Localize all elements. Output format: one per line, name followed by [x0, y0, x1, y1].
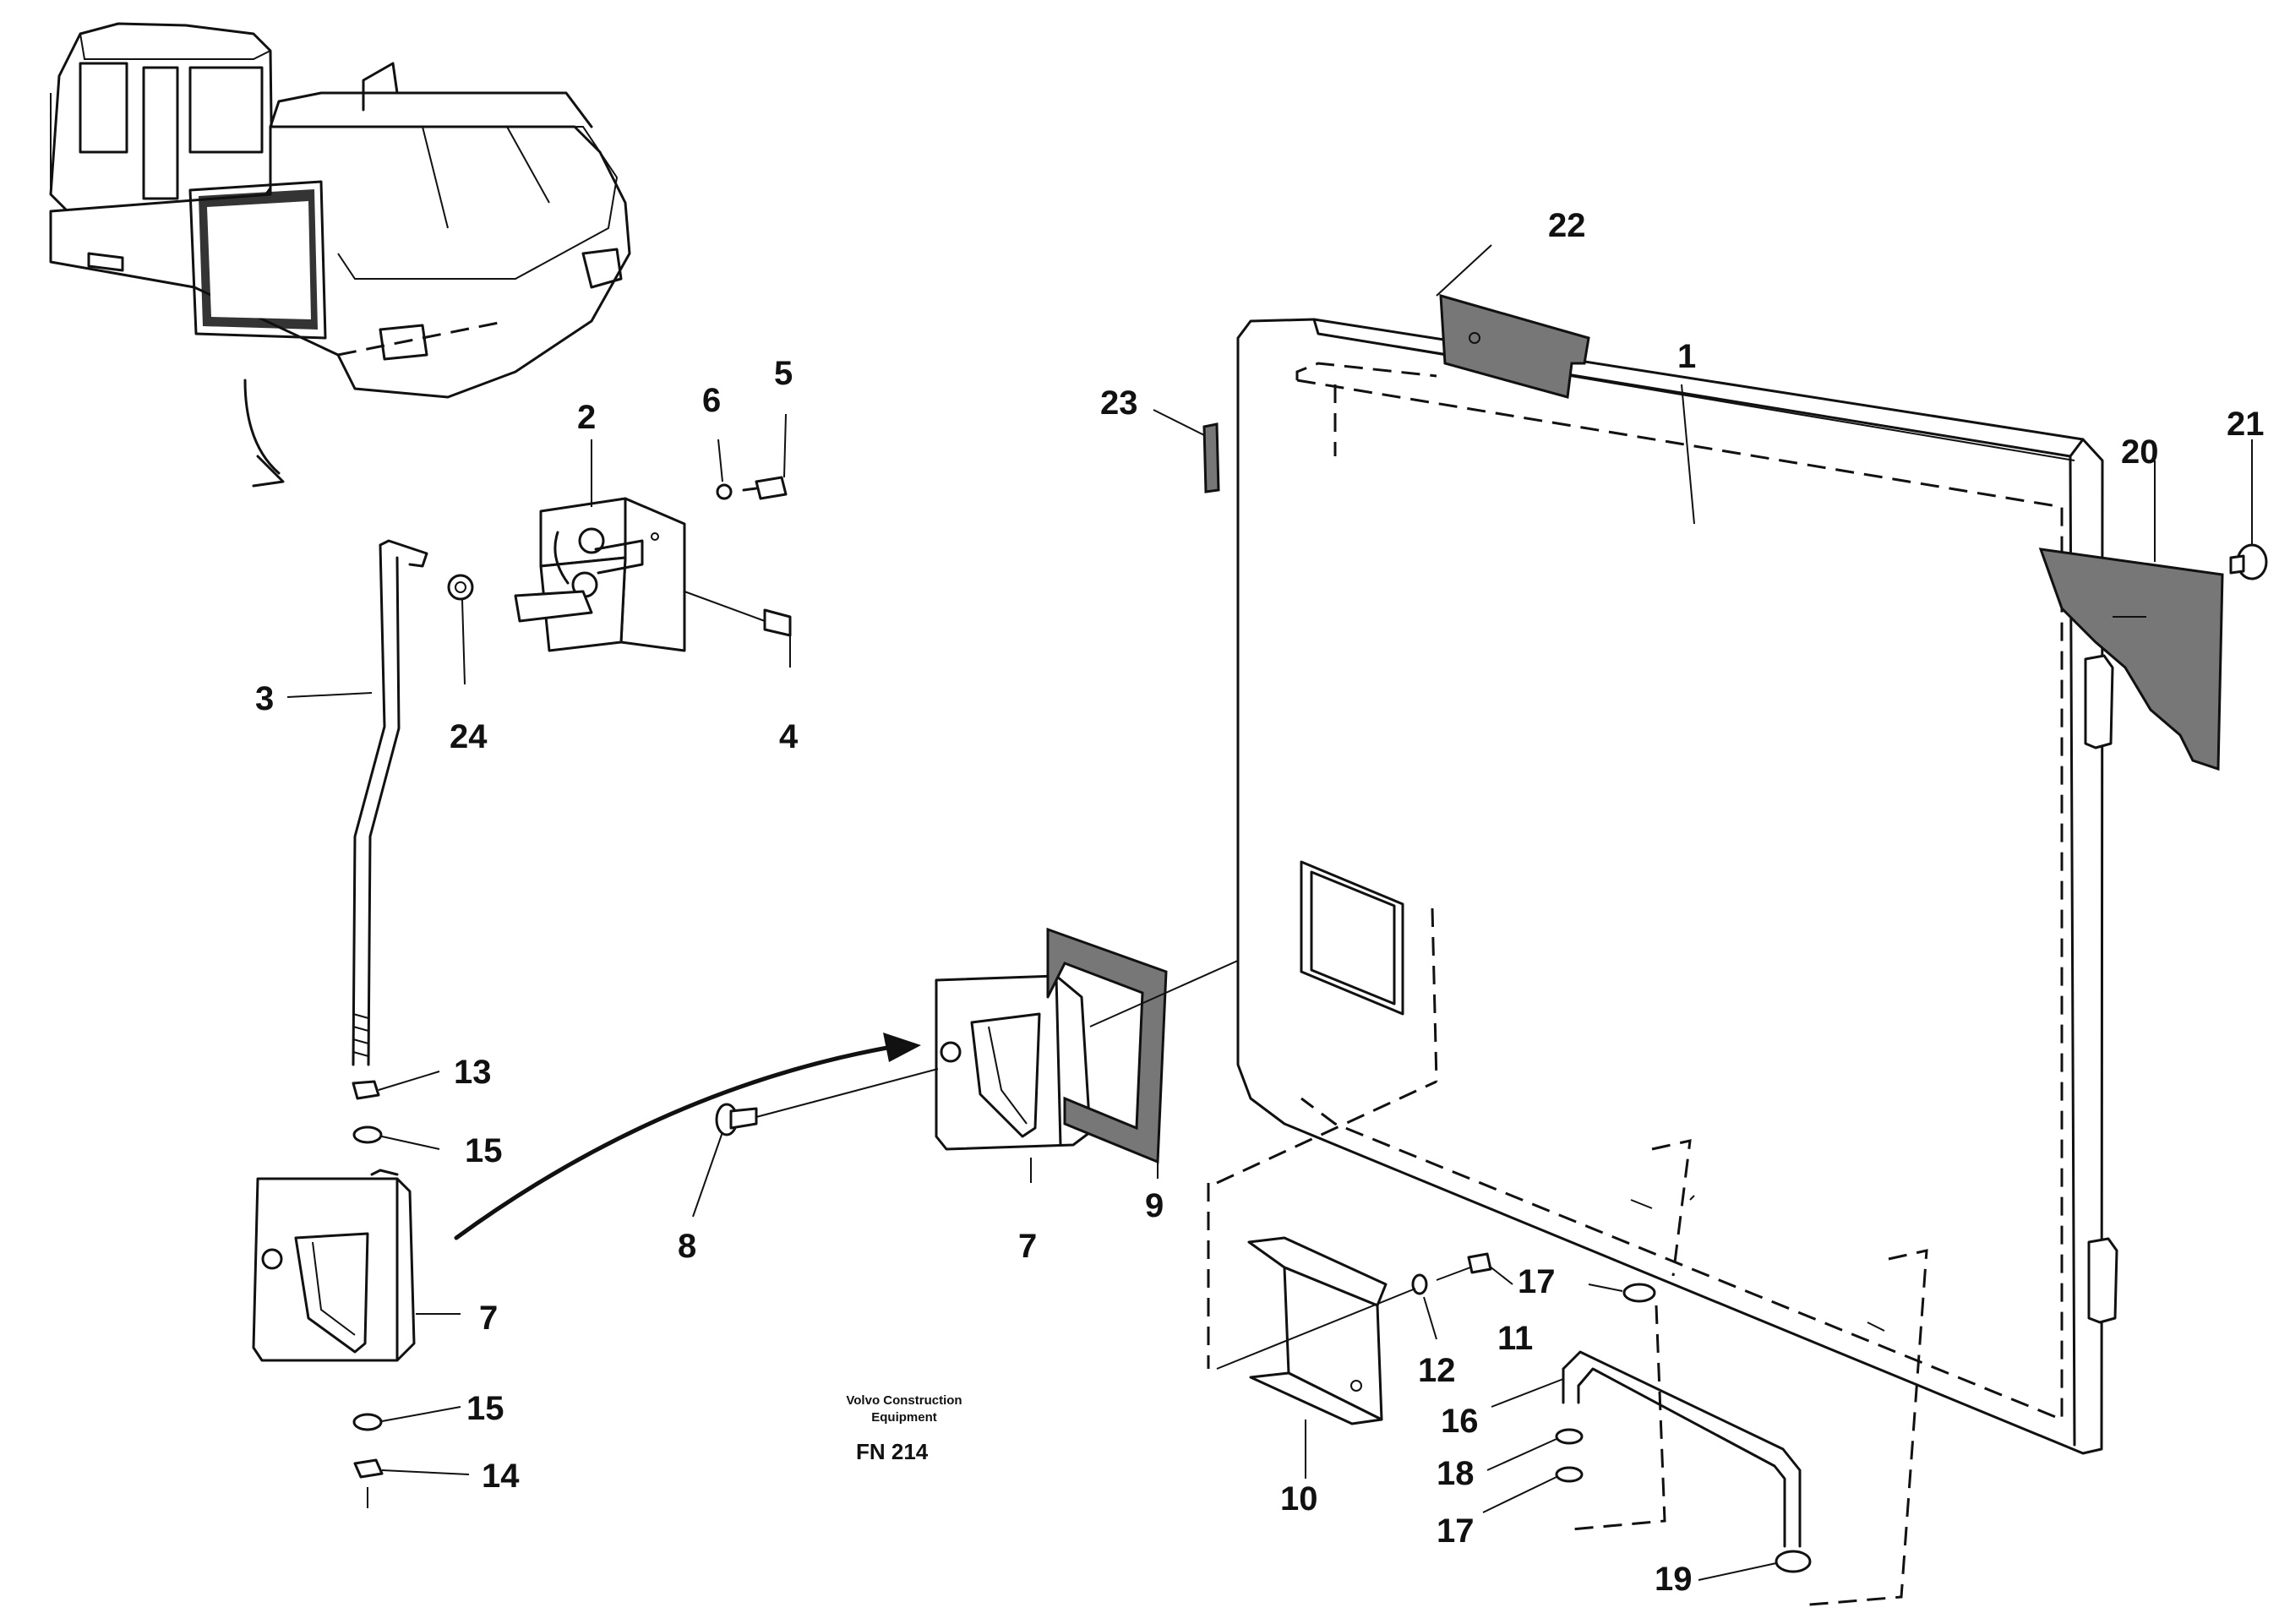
callout-18: 18 — [1437, 1455, 1475, 1492]
bumper — [2229, 543, 2268, 580]
rod-hardware — [352, 1080, 384, 1508]
callout-7-center: 7 — [1018, 1228, 1037, 1265]
callout-8: 8 — [678, 1228, 696, 1265]
seal-side — [2038, 548, 2224, 771]
handle-guide-2 — [1799, 1249, 1928, 1607]
door-panel — [1236, 318, 2118, 1455]
callout-16: 16 — [1441, 1403, 1479, 1440]
callout-15-lower: 15 — [466, 1390, 504, 1427]
handle-center — [935, 974, 1092, 1151]
callout-2: 2 — [577, 399, 596, 436]
bracket-guide — [1216, 1080, 1437, 1185]
detail-arrow — [243, 379, 281, 475]
gasket — [1046, 927, 1168, 1164]
figure-caption: Volvo Construction Equipment FN 214 — [846, 1393, 962, 1464]
callout-24: 24 — [450, 718, 488, 755]
handle-guide-1 — [1571, 1139, 1692, 1531]
mount-marks — [1630, 1199, 1885, 1332]
callout-10: 10 — [1280, 1480, 1318, 1518]
washer-18 — [1555, 1428, 1584, 1445]
callout-12: 12 — [1418, 1352, 1456, 1389]
callouts: 1 2 3 4 5 6 7 7 8 9 10 11 12 13 14 15 15… — [255, 207, 2265, 1598]
callout-22: 22 — [1548, 207, 1586, 244]
assembly-arrow — [454, 1045, 890, 1240]
washer-17-lower — [1555, 1466, 1584, 1483]
callout-17-upper: 17 — [1518, 1263, 1556, 1300]
maker-line-2: Equipment — [871, 1410, 937, 1425]
bracket — [1247, 1236, 1388, 1425]
key-leader — [755, 1068, 939, 1118]
seal-strip — [1202, 422, 1220, 493]
grab-handle — [1562, 1350, 1812, 1573]
callout-7-left: 7 — [479, 1300, 498, 1337]
leader-lines — [286, 244, 2253, 1581]
machine-overview-illustration — [49, 22, 631, 399]
detail-arrow-head — [252, 455, 285, 488]
key — [715, 1103, 758, 1136]
callout-4: 4 — [779, 718, 799, 755]
callout-14: 14 — [482, 1458, 520, 1495]
washer-17-upper — [1622, 1283, 1656, 1303]
callout-20: 20 — [2121, 433, 2159, 471]
callout-11: 11 — [1497, 1320, 1533, 1357]
callout-1: 1 — [1677, 338, 1696, 375]
callout-19: 19 — [1655, 1561, 1693, 1598]
maker-line-1: Volvo Construction — [846, 1393, 962, 1408]
assembly-arrow-head — [883, 1033, 921, 1062]
screw-leader — [1216, 1288, 1416, 1370]
screw-washer — [1411, 1252, 1492, 1295]
callout-17-lower: 17 — [1437, 1512, 1475, 1550]
latch-assembly — [447, 476, 792, 652]
handle-left — [252, 1169, 416, 1362]
callout-5: 5 — [774, 355, 793, 392]
rod — [352, 539, 428, 1066]
callout-3: 3 — [255, 680, 274, 717]
callout-13: 13 — [454, 1054, 492, 1091]
callout-6: 6 — [702, 382, 721, 419]
callout-15-upper: 15 — [465, 1132, 503, 1169]
figure-code: FN 214 — [856, 1439, 929, 1464]
callout-21: 21 — [2227, 406, 2265, 443]
callout-23: 23 — [1100, 384, 1138, 422]
seal-top — [1439, 293, 1590, 399]
callout-9: 9 — [1145, 1187, 1164, 1224]
